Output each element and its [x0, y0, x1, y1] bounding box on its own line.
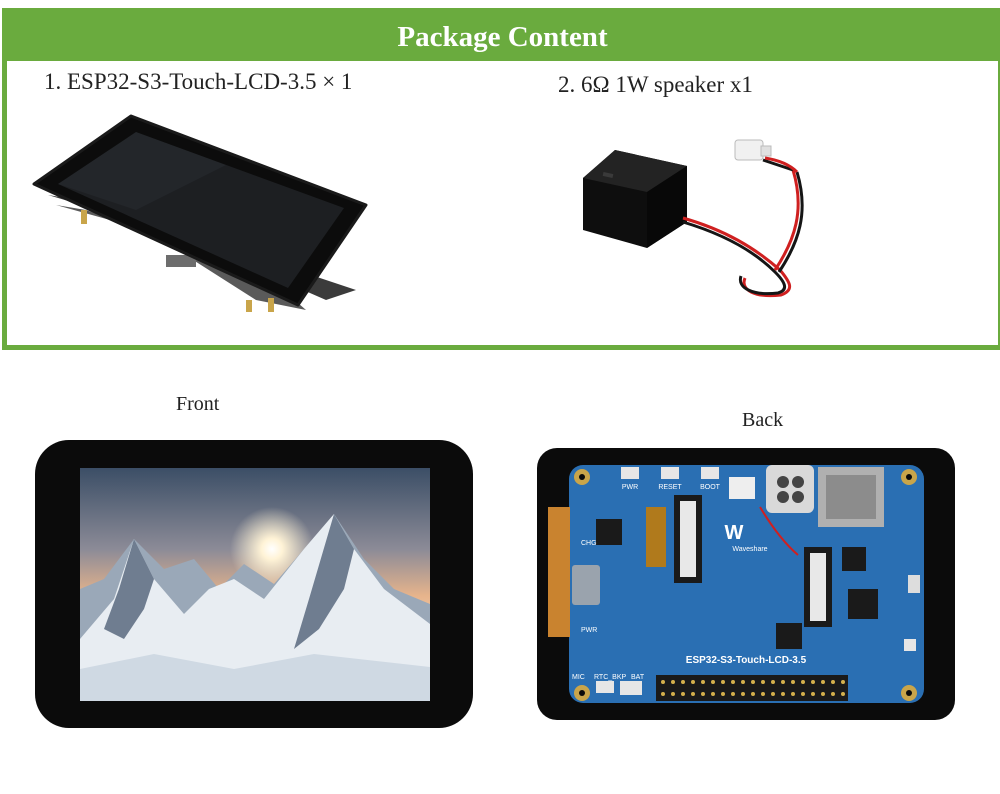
back-view-image: PWR RESET BOOT W Waveshare ESP32-S3-Touc…: [537, 448, 955, 720]
device-product-image: [32, 114, 368, 312]
mic-label: MIC: [572, 674, 585, 681]
reset-button-label: RESET: [658, 484, 682, 491]
pwr-label: PWR: [581, 627, 597, 634]
item-2-label: 2. 6Ω 1W speaker x1: [558, 72, 753, 97]
front-view-image: [35, 440, 473, 728]
chg-label: CHG: [581, 540, 597, 547]
board-silkscreen-title: ESP32-S3-Touch-LCD-3.5: [686, 655, 807, 666]
speaker-product-image: [583, 139, 804, 298]
rtc-bkp-label: RTC_BKP: [594, 674, 626, 681]
package-content-title: Package Content: [7, 13, 998, 61]
waveshare-brand: Waveshare: [732, 546, 767, 553]
bat-label: BAT: [631, 674, 645, 681]
back-view-label: Back: [742, 409, 784, 431]
front-view-label: Front: [176, 393, 220, 415]
boot-button-label: BOOT: [700, 484, 721, 491]
package-content-panel: Package Content: [2, 8, 1000, 350]
item-1-label: 1. ESP32-S3-Touch-LCD-3.5 × 1: [44, 69, 353, 94]
pwr-button-label: PWR: [622, 484, 638, 491]
waveshare-logo: W: [725, 522, 744, 544]
